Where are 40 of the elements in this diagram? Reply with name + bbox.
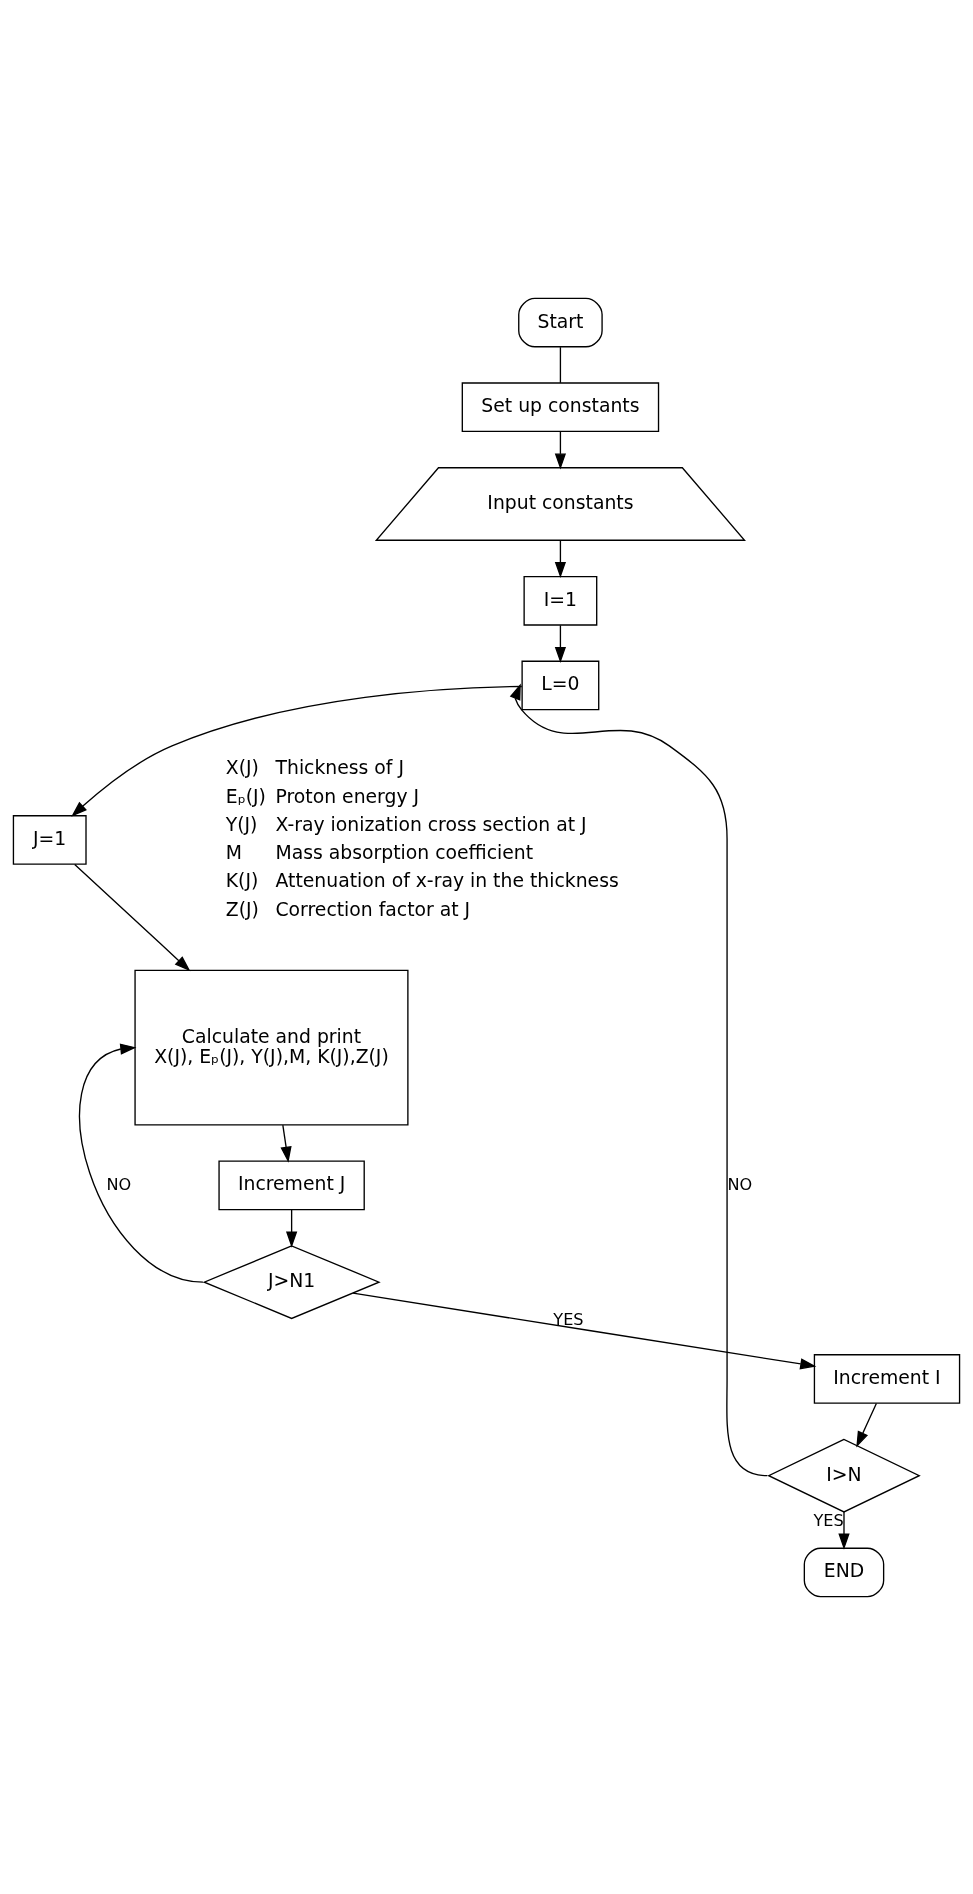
arrow bbox=[554, 430, 567, 470]
node-box: L=0 bbox=[521, 660, 600, 710]
arrow bbox=[78, 1042, 204, 1283]
edge-label: NO bbox=[106, 1174, 132, 1194]
arrow bbox=[74, 863, 191, 971]
arrow bbox=[352, 1292, 817, 1369]
node-box: Calculate and print X(J), Eₚ(J), Y(J),M, K(J),Z(J) bbox=[134, 969, 409, 1126]
node-diamond: I>N bbox=[767, 1438, 921, 1513]
label: Mass absorption coefficient bbox=[275, 841, 534, 863]
edge-label: NO bbox=[727, 1174, 753, 1194]
label: K(J) bbox=[225, 869, 259, 891]
arrow bbox=[554, 539, 567, 578]
label: Y(J) bbox=[225, 813, 258, 835]
node-box: Start bbox=[518, 297, 603, 347]
label: Thickness of J bbox=[275, 756, 405, 778]
node-box: Set up constants bbox=[461, 381, 660, 432]
label: Attenuation of x-ray in the thickness bbox=[275, 869, 619, 891]
label: Eₚ(J) bbox=[225, 785, 266, 807]
label: X(J) bbox=[225, 756, 259, 778]
node-box: J=1 bbox=[12, 814, 87, 865]
label: M bbox=[225, 841, 242, 863]
edge-label: YES bbox=[553, 1309, 584, 1329]
arrow bbox=[280, 1124, 292, 1163]
label: Z(J) bbox=[225, 898, 259, 920]
arrow bbox=[285, 1208, 298, 1248]
arrow bbox=[856, 1402, 878, 1447]
edge-label: YES bbox=[813, 1510, 844, 1530]
node-diamond: J>N1 bbox=[202, 1244, 381, 1319]
arrow bbox=[509, 683, 769, 1476]
label: Correction factor at J bbox=[275, 898, 471, 920]
label: X-ray ionization cross section at J bbox=[275, 813, 587, 835]
node-box: END bbox=[803, 1547, 885, 1597]
arrow bbox=[71, 685, 523, 817]
arrow bbox=[838, 1510, 850, 1550]
label: Proton energy J bbox=[275, 785, 420, 807]
arrow bbox=[554, 624, 567, 663]
node-box: Increment I bbox=[813, 1353, 961, 1404]
connector bbox=[559, 346, 562, 383]
node-box: I=1 bbox=[523, 575, 598, 626]
node-box: Increment J bbox=[218, 1160, 365, 1210]
